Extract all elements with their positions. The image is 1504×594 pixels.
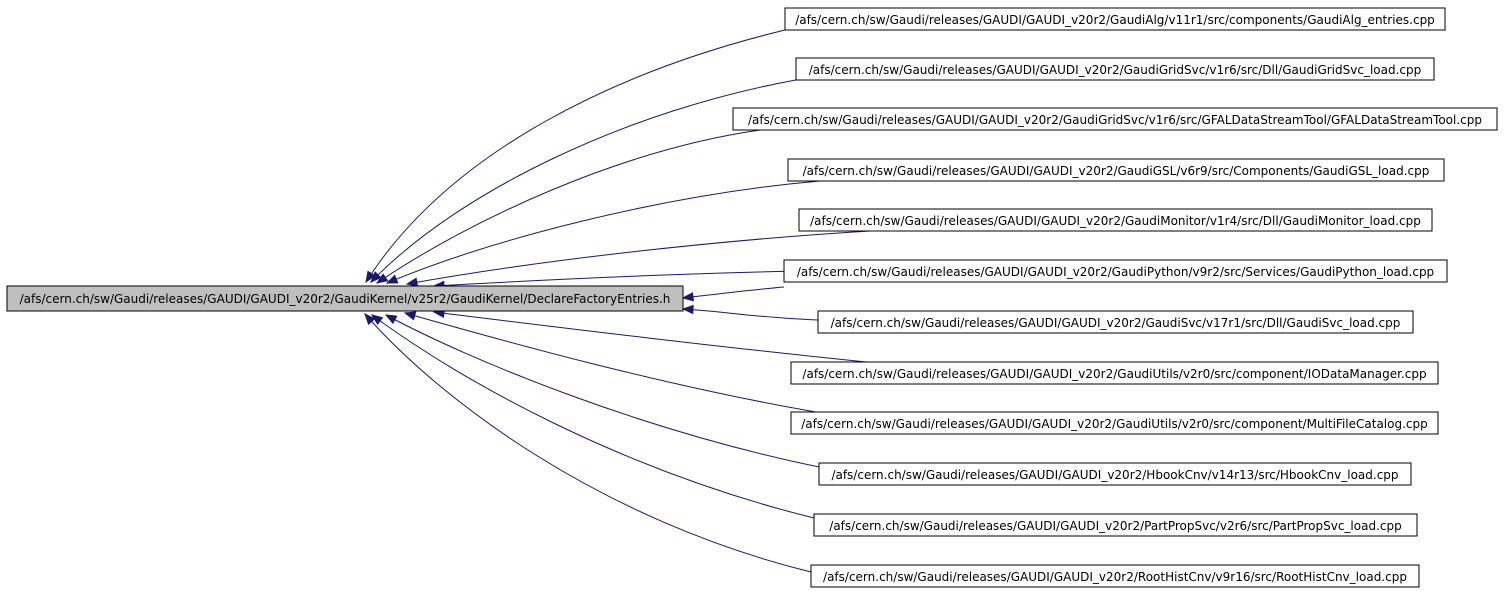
- include-edge: [364, 313, 812, 573]
- include-edge: [385, 314, 820, 468]
- graph-nodes: /afs/cern.ch/sw/Gaudi/releases/GAUDI/GAU…: [6, 7, 1498, 588]
- includer-node[interactable]: /afs/cern.ch/sw/Gaudi/releases/GAUDI/GAU…: [810, 564, 1420, 588]
- focus-node-label: /afs/cern.ch/sw/Gaudi/releases/GAUDI/GAU…: [20, 292, 671, 306]
- includer-node[interactable]: /afs/cern.ch/sw/Gaudi/releases/GAUDI/GAU…: [732, 107, 1498, 131]
- includer-node[interactable]: /afs/cern.ch/sw/Gaudi/releases/GAUDI/GAU…: [795, 57, 1435, 81]
- edge-arrowhead: [384, 314, 398, 325]
- include-edge: [376, 129, 761, 284]
- edge-arrowhead: [681, 292, 694, 302]
- includer-node-label: /afs/cern.ch/sw/Gaudi/releases/GAUDI/GAU…: [831, 468, 1398, 482]
- includer-node-box: [818, 462, 1412, 486]
- include-edge: [433, 311, 867, 363]
- includer-node-label: /afs/cern.ch/sw/Gaudi/releases/GAUDI/GAU…: [795, 13, 1435, 27]
- includer-node-label: /afs/cern.ch/sw/Gaudi/releases/GAUDI/GAU…: [829, 519, 1401, 533]
- includer-node[interactable]: /afs/cern.ch/sw/Gaudi/releases/GAUDI/GAU…: [784, 7, 1446, 31]
- includer-node-box: [810, 564, 1420, 588]
- includer-node-label: /afs/cern.ch/sw/Gaudi/releases/GAUDI/GAU…: [831, 316, 1401, 330]
- include-edge: [406, 230, 871, 285]
- include-edge: [365, 29, 786, 283]
- includer-node-box: [795, 57, 1435, 81]
- includer-node-label: /afs/cern.ch/sw/Gaudi/releases/GAUDI/GAU…: [823, 570, 1407, 584]
- includer-node-box: [798, 208, 1433, 232]
- includer-node-label: /afs/cern.ch/sw/Gaudi/releases/GAUDI/GAU…: [803, 164, 1430, 178]
- includer-node-label: /afs/cern.ch/sw/Gaudi/releases/GAUDI/GAU…: [797, 265, 1434, 279]
- includer-node[interactable]: /afs/cern.ch/sw/Gaudi/releases/GAUDI/GAU…: [817, 310, 1414, 334]
- edge-arrowhead: [405, 277, 419, 287]
- includer-node-label: /afs/cern.ch/sw/Gaudi/releases/GAUDI/GAU…: [809, 63, 1421, 77]
- includer-node-label: /afs/cern.ch/sw/Gaudi/releases/GAUDI/GAU…: [801, 417, 1428, 431]
- includer-node[interactable]: /afs/cern.ch/sw/Gaudi/releases/GAUDI/GAU…: [813, 513, 1418, 537]
- includer-node[interactable]: /afs/cern.ch/sw/Gaudi/releases/GAUDI/GAU…: [787, 158, 1445, 182]
- focus-node[interactable]: /afs/cern.ch/sw/Gaudi/releases/GAUDI/GAU…: [6, 285, 684, 312]
- includer-node[interactable]: /afs/cern.ch/sw/Gaudi/releases/GAUDI/GAU…: [818, 462, 1412, 486]
- includer-node[interactable]: /afs/cern.ch/sw/Gaudi/releases/GAUDI/GAU…: [790, 361, 1439, 385]
- includer-node-label: /afs/cern.ch/sw/Gaudi/releases/GAUDI/GAU…: [802, 367, 1426, 381]
- includer-node[interactable]: /afs/cern.ch/sw/Gaudi/releases/GAUDI/GAU…: [790, 411, 1439, 435]
- includer-node-box: [732, 107, 1498, 131]
- includer-node-box: [787, 158, 1445, 182]
- edge-arrowhead: [370, 314, 384, 326]
- include-edge: [682, 286, 785, 299]
- includer-node-label: /afs/cern.ch/sw/Gaudi/releases/GAUDI/GAU…: [810, 214, 1421, 228]
- edge-arrowhead: [385, 274, 399, 284]
- focus-node-box: [6, 285, 684, 312]
- includer-node-box: [784, 7, 1446, 31]
- includer-node-box: [790, 361, 1439, 385]
- includer-node[interactable]: /afs/cern.ch/sw/Gaudi/releases/GAUDI/GAU…: [783, 259, 1448, 283]
- include-edge: [682, 308, 819, 321]
- edge-arrowhead: [375, 273, 389, 284]
- include-edge: [404, 312, 817, 413]
- include-edge: [371, 314, 815, 519]
- edge-arrowhead: [403, 311, 417, 321]
- includer-node-box: [783, 259, 1448, 283]
- includer-node-box: [790, 411, 1439, 435]
- includer-node-box: [817, 310, 1414, 334]
- includer-node-label: /afs/cern.ch/sw/Gaudi/releases/GAUDI/GAU…: [748, 113, 1482, 127]
- edge-arrowhead: [365, 270, 376, 284]
- include-edge: [386, 180, 821, 284]
- edge-arrowhead: [370, 271, 382, 283]
- includer-node[interactable]: /afs/cern.ch/sw/Gaudi/releases/GAUDI/GAU…: [798, 208, 1433, 232]
- include-edge: [370, 79, 797, 283]
- edge-arrowhead: [364, 312, 376, 326]
- edge-arrowhead: [681, 304, 694, 315]
- graph-edges: [364, 29, 871, 573]
- includer-node-box: [813, 513, 1418, 537]
